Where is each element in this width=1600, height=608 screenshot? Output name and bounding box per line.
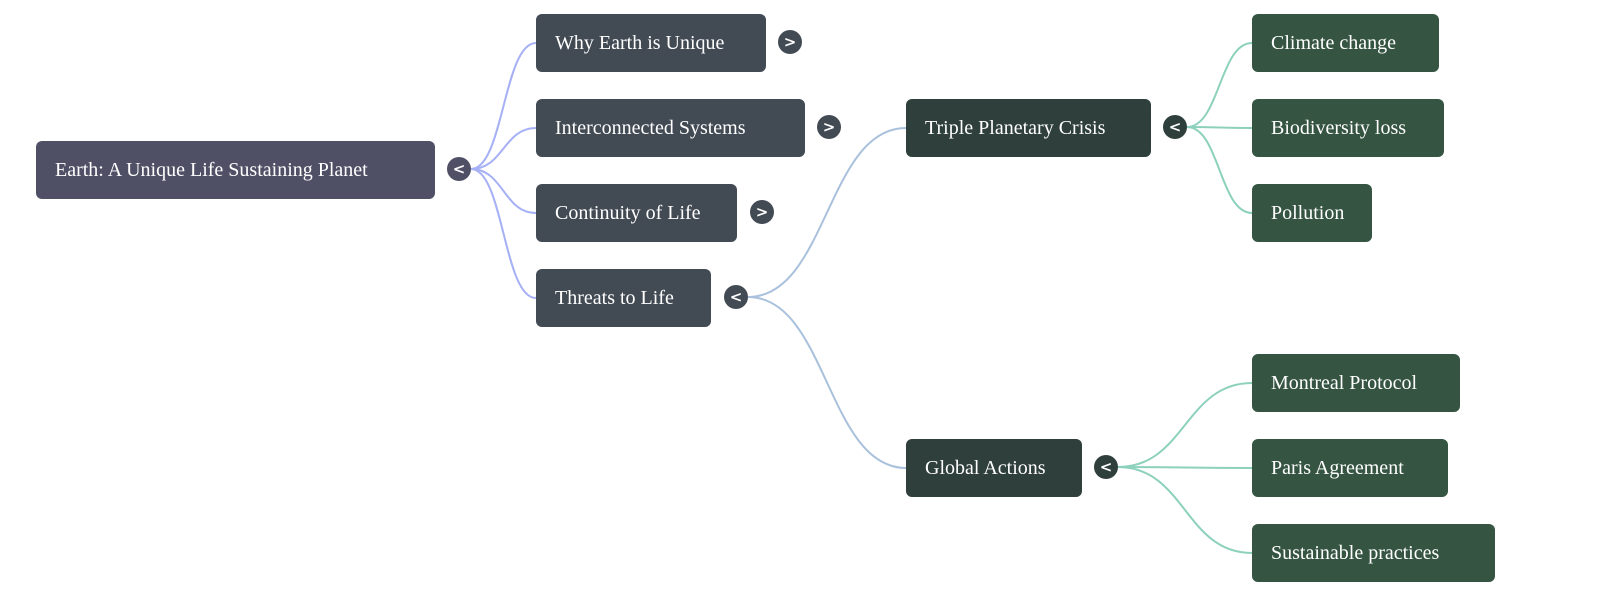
edge-threats-0 bbox=[747, 127, 907, 298]
collapse-toggle-triple-crisis[interactable]: < bbox=[1163, 115, 1187, 139]
edge-threats-1 bbox=[747, 296, 907, 469]
node-sustainable-practices[interactable]: Sustainable practices bbox=[1252, 524, 1495, 582]
node-biodiversity-loss[interactable]: Biodiversity loss bbox=[1252, 99, 1444, 157]
node-threats-to-life[interactable]: Threats to Life bbox=[536, 269, 711, 327]
edge-root-2 bbox=[470, 168, 537, 214]
root-node[interactable]: Earth: A Unique Life Sustaining Planet bbox=[36, 141, 435, 199]
edge-root-3 bbox=[470, 168, 537, 299]
expand-toggle-continuity[interactable]: > bbox=[750, 200, 774, 224]
edge-crisis-1 bbox=[1186, 126, 1253, 129]
node-pollution[interactable]: Pollution bbox=[1252, 184, 1372, 242]
node-interconnected-systems[interactable]: Interconnected Systems bbox=[536, 99, 805, 157]
edge-actions-1 bbox=[1117, 466, 1253, 469]
node-why-earth-is-unique[interactable]: Why Earth is Unique bbox=[536, 14, 766, 72]
node-montreal-protocol[interactable]: Montreal Protocol bbox=[1252, 354, 1460, 412]
collapse-toggle-global-actions[interactable]: < bbox=[1094, 455, 1118, 479]
node-continuity-of-life[interactable]: Continuity of Life bbox=[536, 184, 737, 242]
node-paris-agreement[interactable]: Paris Agreement bbox=[1252, 439, 1448, 497]
expand-toggle-interconnected[interactable]: > bbox=[817, 115, 841, 139]
edge-crisis-2 bbox=[1186, 126, 1253, 214]
edge-actions-2 bbox=[1117, 466, 1253, 554]
node-triple-planetary-crisis[interactable]: Triple Planetary Crisis bbox=[906, 99, 1151, 157]
edge-crisis-0 bbox=[1186, 42, 1253, 128]
edge-root-1 bbox=[470, 127, 537, 170]
edge-actions-0 bbox=[1117, 382, 1253, 468]
collapse-toggle-root[interactable]: < bbox=[447, 157, 471, 181]
edge-root-0 bbox=[470, 42, 537, 170]
node-global-actions[interactable]: Global Actions bbox=[906, 439, 1082, 497]
expand-toggle-why-earth[interactable]: > bbox=[778, 30, 802, 54]
node-climate-change[interactable]: Climate change bbox=[1252, 14, 1439, 72]
collapse-toggle-threats[interactable]: < bbox=[724, 285, 748, 309]
